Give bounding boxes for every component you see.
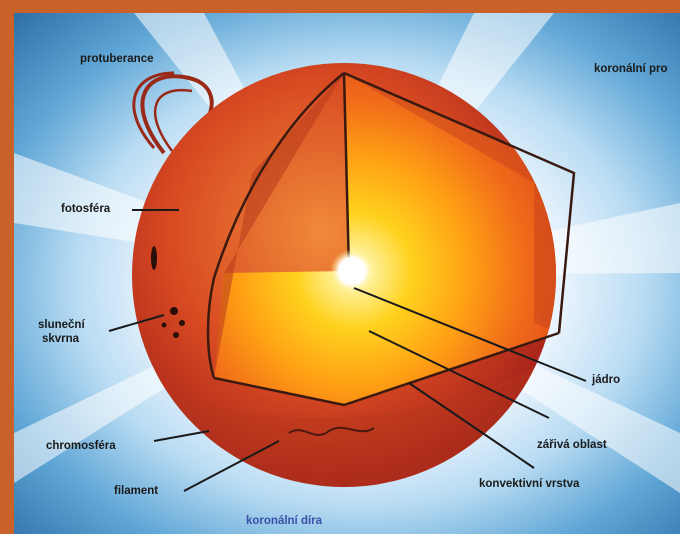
label-koronalni-pro: koronální pro [594, 63, 667, 76]
label-fotosfera: fotosféra [61, 203, 110, 216]
label-chromosfera: chromosféra [46, 440, 116, 453]
label-koronalni-dira: koronální díra [246, 515, 322, 528]
label-jadro: jádro [592, 374, 620, 387]
label-slunecni: sluneční [38, 319, 85, 332]
label-konvektivni-vrstva: konvektivní vrstva [479, 478, 579, 491]
label-zariva-oblast: zářivá oblast [537, 439, 607, 452]
sun-diagram: protuberance koronální pro fotosféra slu… [14, 13, 680, 534]
sun-illustration [14, 13, 680, 534]
core [330, 249, 374, 293]
label-skvrna: skvrna [42, 333, 79, 346]
label-filament: filament [114, 485, 158, 498]
label-protuberance: protuberance [80, 53, 154, 66]
